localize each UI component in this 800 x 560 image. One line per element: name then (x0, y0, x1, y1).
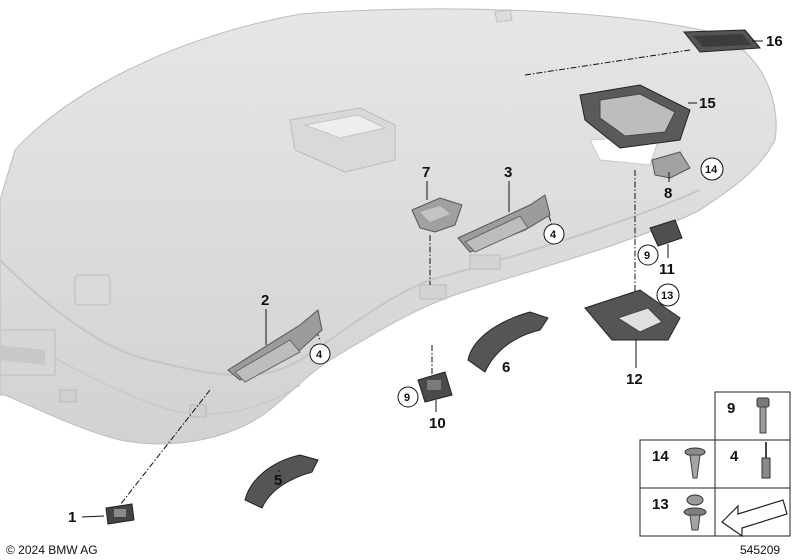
part-16-grille (682, 29, 762, 53)
legend-number-9: 9 (727, 400, 735, 417)
image-number: 545209 (740, 543, 780, 557)
circled-label-9a: 9 (404, 392, 410, 404)
part-8-bracket (651, 151, 691, 179)
copyright-text: © 2024 BMW AG (6, 543, 98, 557)
label-1: 1 (68, 509, 76, 526)
part-2-bracket (227, 309, 323, 383)
part-15-frame (579, 84, 691, 149)
label-8: 8 (664, 185, 672, 202)
part-10-switch (417, 371, 453, 403)
label-15: 15 (699, 95, 716, 112)
label-11: 11 (659, 261, 675, 278)
legend-number-4: 4 (730, 448, 739, 465)
legend-number-13: 13 (652, 496, 669, 513)
blind-rivet-icon (761, 442, 771, 479)
self-tapping-screw-icon (684, 447, 706, 479)
circled-label-9b: 9 (644, 250, 650, 262)
circled-label-4a: 4 (316, 349, 323, 361)
part-7-bracket (411, 197, 463, 233)
installation-direction-arrow-icon (721, 499, 788, 538)
hex-socket-screw-icon (756, 397, 770, 434)
part-12-frame (584, 289, 681, 341)
expanding-rivet-icon (683, 494, 707, 531)
fastener-legend: 9 14 4 13 (639, 391, 791, 538)
label-10: 10 (429, 415, 446, 432)
circled-labels: 4 4 9 9 14 13 (309, 157, 724, 408)
label-2: 2 (261, 292, 269, 309)
label-7: 7 (422, 164, 430, 181)
legend-number-14: 14 (652, 448, 669, 465)
circled-label-4b: 4 (550, 229, 557, 241)
label-3: 3 (504, 164, 512, 181)
part-1-clip (105, 503, 135, 525)
part-11-cover (649, 219, 683, 247)
label-16: 16 (766, 33, 783, 50)
part-3-bracket (457, 194, 551, 253)
circled-label-13: 13 (661, 290, 673, 302)
label-12: 12 (626, 371, 643, 388)
circled-label-14: 14 (705, 164, 718, 176)
label-5: 5 (274, 472, 282, 489)
part-5-grab-handle (244, 454, 319, 509)
part-labels: 1 2 3 7 5 6 8 10 11 12 15 16 (68, 33, 783, 526)
part-6-grab-handle (467, 311, 549, 373)
label-6: 6 (502, 359, 510, 376)
